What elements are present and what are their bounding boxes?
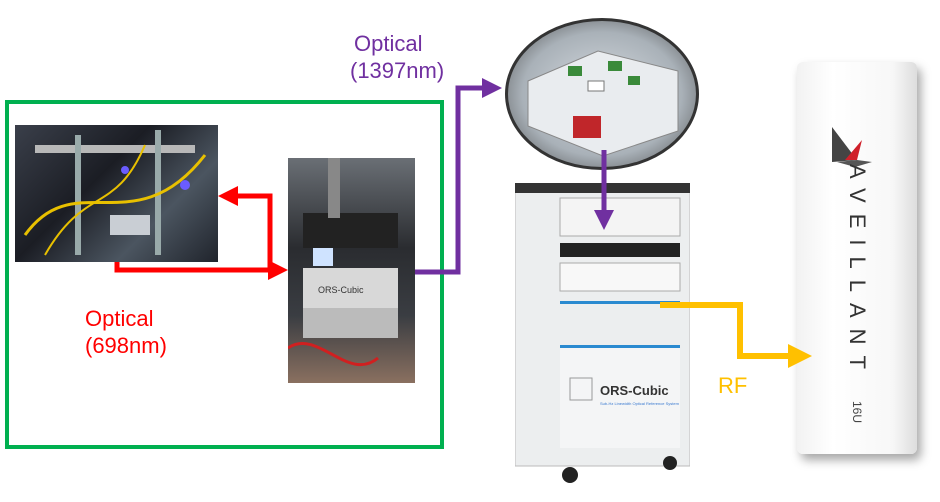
aveillant-logo-icon <box>832 127 872 167</box>
cabinet-subtitle-text: Sub-Hz Linewidth Optical Reference Syste… <box>600 401 680 406</box>
rf-label: RF <box>718 373 748 398</box>
aveillant-brand-text: AVEILLANT <box>845 164 870 380</box>
cabinet-brand-text: ORS-Cubic <box>600 383 669 398</box>
rack-brand-text: ORS-Cubic <box>318 285 364 295</box>
cabinet-art: ORS-Cubic Sub-Hz Linewidth Optical Refer… <box>515 183 690 483</box>
laser-module-closeup <box>505 18 699 170</box>
optical-698-line2: (698nm) <box>85 333 167 358</box>
module-art <box>527 50 679 157</box>
ors-cubic-cabinet: ORS-Cubic Sub-Hz Linewidth Optical Refer… <box>515 183 690 483</box>
optical-1397-line1: Optical <box>354 31 423 56</box>
optical-1397nm-label: Optical (1397nm) <box>350 30 444 84</box>
aveillant-radar: AVEILLANT 16U <box>797 62 917 454</box>
aveillant-model-text: 16U <box>850 400 864 424</box>
lab-system-group-box <box>5 100 444 449</box>
rack-photo-art: ORS-Cubic <box>288 158 398 367</box>
optical-1397-line2: (1397nm) <box>350 58 445 83</box>
optical-lab-photo <box>15 125 218 262</box>
optical-698nm-label: Optical (698nm) <box>85 305 167 359</box>
laser-rack-photo: ORS-Cubic <box>288 158 415 383</box>
lab-photo-art <box>23 130 207 256</box>
optical-698-line1: Optical <box>85 306 154 331</box>
